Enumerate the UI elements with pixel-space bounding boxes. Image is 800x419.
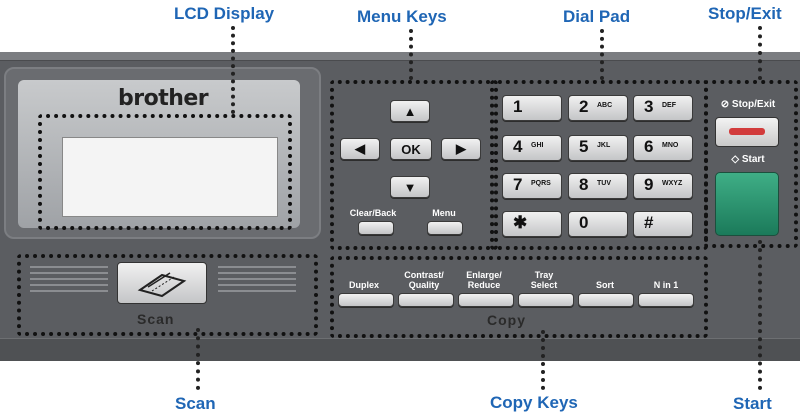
enlarge-reduce-button[interactable] — [458, 293, 514, 307]
dial-pad-highlight — [490, 80, 708, 250]
copy-key-label-enlarge: Enlarge/ Reduce — [466, 270, 502, 290]
stop-exit-callout: Stop/Exit — [708, 4, 782, 23]
dial-pad-leader — [600, 29, 604, 80]
start-label: ◇ Start — [708, 155, 788, 165]
stop-bar-icon — [729, 128, 765, 135]
dial-key-0[interactable]: 0 — [568, 211, 628, 237]
copy-key-label-tray: Tray Select — [530, 270, 558, 290]
scan-stripes-left — [30, 266, 108, 298]
copy-key-label-duplex: Duplex — [348, 280, 379, 290]
sort-button[interactable] — [578, 293, 634, 307]
copy-keys-leader — [541, 330, 545, 390]
copy-key-label-nin1: N in 1 — [653, 280, 679, 290]
lcd-display-highlight — [38, 114, 292, 230]
stop-exit-label-text: Stop/Exit — [731, 99, 776, 110]
scan-leader — [196, 328, 200, 390]
menu-keys-callout: Menu Keys — [357, 7, 447, 26]
stop-exit-button[interactable] — [715, 117, 779, 147]
stop-exit-leader — [758, 26, 762, 80]
panel-top-edge — [0, 52, 800, 61]
start-button[interactable] — [715, 172, 779, 236]
clear-back-label: Clear/Back — [349, 208, 397, 218]
panel-bottom-edge — [0, 338, 800, 361]
scan-callout: Scan — [175, 394, 216, 413]
scan-stripes-right — [218, 266, 296, 298]
dial-key-star[interactable]: ✱ — [502, 211, 562, 237]
menu-label: Menu — [432, 208, 456, 218]
menu-left-key[interactable]: ◀ — [340, 138, 380, 160]
duplex-button[interactable] — [338, 293, 394, 307]
start-icon: ◇ — [731, 154, 740, 165]
menu-ok-key[interactable]: OK — [390, 138, 432, 160]
scan-section-label: Scan — [137, 311, 175, 327]
lcd-display-leader — [231, 26, 235, 114]
stop-icon: ⊘ — [720, 99, 730, 110]
menu-down-key[interactable]: ▼ — [390, 176, 430, 198]
contrast-quality-button[interactable] — [398, 293, 454, 307]
clear-back-button[interactable] — [358, 221, 394, 235]
start-callout: Start — [733, 394, 772, 413]
copy-keys-highlight — [330, 256, 708, 338]
menu-keys-leader — [409, 29, 413, 80]
dial-key-hash[interactable]: # — [633, 211, 693, 237]
menu-up-key[interactable]: ▲ — [390, 100, 430, 122]
start-leader — [758, 240, 762, 390]
brand-logo: brother — [118, 86, 209, 111]
menu-button[interactable] — [427, 221, 463, 235]
lcd-screen — [62, 137, 278, 217]
copy-keys-callout: Copy Keys — [490, 393, 578, 412]
scan-button[interactable] — [117, 262, 207, 304]
scan-highlight — [17, 254, 318, 336]
dial-pad-callout: Dial Pad — [563, 7, 631, 26]
copy-key-label-sort: Sort — [596, 280, 614, 290]
dial-key-1[interactable]: 1 — [502, 95, 562, 121]
n-in-1-button[interactable] — [638, 293, 694, 307]
lcd-display-callout: LCD Display — [174, 4, 275, 23]
copy-section-label: Copy — [487, 312, 526, 328]
stop-exit-label: ⊘ Stop/Exit — [708, 100, 788, 110]
start-label-text: Start — [741, 154, 765, 165]
tray-select-button[interactable] — [518, 293, 574, 307]
scanner-icon — [137, 272, 187, 298]
menu-right-key[interactable]: ▶ — [441, 138, 481, 160]
copy-key-label-contrast: Contrast/ Quality — [404, 270, 444, 290]
stop-start-highlight — [704, 80, 798, 248]
menu-keys-highlight — [330, 80, 498, 250]
